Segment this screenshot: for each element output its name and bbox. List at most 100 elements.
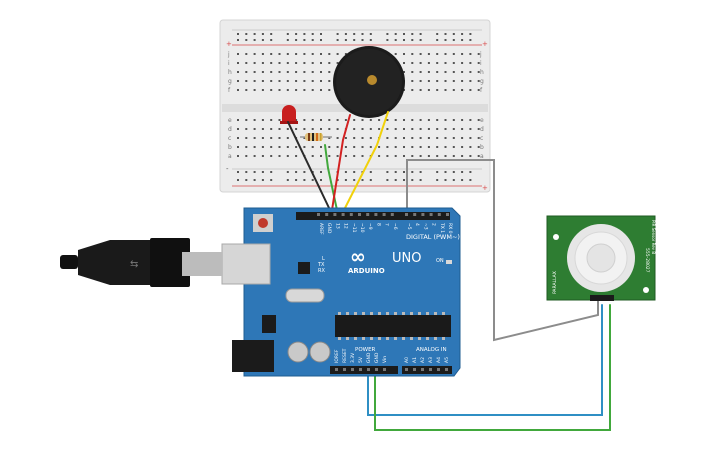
analog-pin-socket[interactable]	[405, 368, 408, 371]
chip-leg	[386, 337, 389, 340]
rail-hole	[461, 179, 464, 181]
pir-sensor[interactable]: PARALLAX 555-28027 PIR Sensor Rev B	[546, 215, 656, 301]
terminal-hole	[386, 146, 389, 148]
rail-hole	[419, 39, 422, 41]
terminal-hole	[461, 62, 464, 64]
rail-plus-label-bottom: +	[482, 184, 488, 192]
terminal-hole	[411, 71, 414, 73]
row-letter: g	[480, 78, 484, 85]
terminal-hole	[245, 155, 248, 157]
pir-side-label: PIR Sensor Rev B	[651, 220, 656, 254]
digital-pin-socket[interactable]	[325, 213, 329, 216]
digital-pin-socket[interactable]	[382, 213, 386, 216]
power-pin-socket[interactable]	[351, 368, 354, 371]
row-letter: d	[480, 126, 484, 133]
terminal-hole	[452, 89, 455, 91]
chip-leg	[346, 312, 349, 315]
digital-pin-socket[interactable]	[366, 213, 370, 216]
rail-hole	[386, 33, 389, 35]
rail-hole	[394, 171, 397, 173]
digital-pin-socket[interactable]	[405, 213, 408, 216]
digital-pin-socket[interactable]	[421, 213, 425, 216]
analog-header[interactable]	[402, 366, 452, 374]
terminal-hole	[336, 53, 339, 55]
power-pin-socket[interactable]	[375, 368, 378, 371]
terminal-hole	[444, 119, 447, 121]
rail-hole	[369, 33, 372, 35]
digital-pin-socket[interactable]	[437, 213, 441, 216]
terminal-hole	[295, 71, 298, 73]
chip-leg	[402, 337, 405, 340]
digital-pin-socket[interactable]	[446, 213, 449, 216]
terminal-hole	[253, 155, 256, 157]
rail-hole	[253, 171, 256, 173]
power-pin-socket[interactable]	[343, 368, 346, 371]
terminal-hole	[436, 119, 439, 121]
terminal-hole	[328, 128, 331, 130]
power-pin-socket[interactable]	[383, 368, 386, 371]
terminal-hole	[344, 146, 347, 148]
chip-legs	[338, 312, 445, 340]
terminal-hole	[469, 53, 472, 55]
power-header[interactable]	[330, 366, 398, 374]
digital-pin-label: 12	[343, 223, 349, 229]
power-pin-label: GND	[374, 352, 380, 363]
rail-hole	[452, 39, 455, 41]
terminal-hole	[286, 155, 289, 157]
power-pin-label: IOREF	[334, 349, 340, 363]
row-letter: h	[228, 69, 232, 76]
chip-leg	[442, 312, 445, 315]
buzzer-icon[interactable]	[333, 46, 405, 118]
terminal-hole	[419, 146, 422, 148]
terminal-hole	[477, 155, 480, 157]
terminal-hole	[328, 71, 331, 73]
rail-hole	[353, 179, 356, 181]
digital-pin-socket[interactable]	[374, 213, 378, 216]
wire-green-2	[374, 304, 611, 431]
arduino-uno-board[interactable]: ∞ ARDUINO UNO DIGITAL (PWM~) POWER ANALO…	[182, 207, 461, 377]
digital-pin-socket[interactable]	[390, 213, 394, 216]
wire-gray	[406, 159, 599, 342]
analog-pin-socket[interactable]	[429, 368, 432, 371]
terminal-hole	[237, 89, 239, 91]
digital-pin-socket[interactable]	[429, 213, 433, 216]
terminal-hole	[328, 146, 331, 148]
terminal-hole	[394, 155, 397, 157]
usb-plug-icon[interactable]: ⇆	[60, 238, 190, 287]
rail-hole	[286, 33, 289, 35]
rail-hole	[261, 33, 264, 35]
digital-pin-socket[interactable]	[333, 213, 337, 216]
chip-leg	[338, 337, 341, 340]
row-letter: e	[480, 117, 484, 124]
terminal-hole	[245, 119, 248, 121]
digital-pin-socket[interactable]	[349, 213, 353, 216]
terminal-hole	[403, 137, 405, 139]
analog-pin-socket[interactable]	[413, 368, 416, 371]
power-pin-socket[interactable]	[335, 368, 338, 371]
terminal-hole	[461, 119, 464, 121]
digital-pin-socket[interactable]	[341, 213, 345, 216]
analog-pin-socket[interactable]	[421, 368, 424, 371]
terminal-hole	[328, 80, 331, 82]
terminal-hole	[469, 71, 472, 73]
digital-pin-label: TX 1	[439, 222, 445, 233]
terminal-hole	[278, 71, 281, 73]
terminal-hole	[369, 137, 372, 139]
digital-pin-socket[interactable]	[413, 213, 417, 216]
power-pin-socket[interactable]	[359, 368, 362, 371]
terminal-hole	[286, 71, 289, 73]
pir-dome-icon	[567, 224, 635, 292]
terminal-hole	[245, 80, 248, 82]
rail-hole	[361, 39, 364, 41]
digital-pin-socket[interactable]	[317, 213, 320, 216]
digital-pin-socket[interactable]	[358, 213, 361, 216]
digital-header[interactable]	[296, 212, 450, 220]
rail-hole	[245, 33, 248, 35]
resistor-icon[interactable]	[300, 133, 332, 141]
terminal-hole	[336, 119, 339, 121]
analog-pin-socket[interactable]	[437, 368, 440, 371]
terminal-hole	[270, 155, 273, 157]
power-pin-socket[interactable]	[367, 368, 370, 371]
analog-pin-socket[interactable]	[445, 368, 448, 371]
rail-hole	[320, 33, 322, 35]
